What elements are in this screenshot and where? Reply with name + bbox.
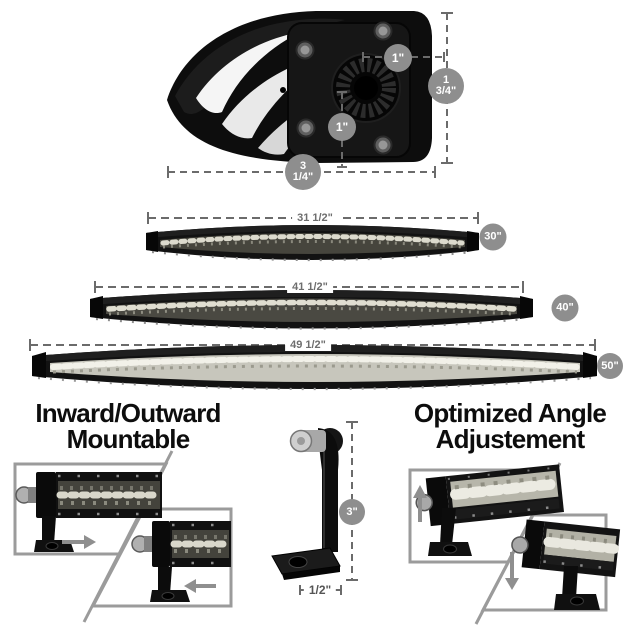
bar-50-size-badge: 50" <box>597 353 623 379</box>
right-feature-title-line2: Adjustement <box>435 424 585 454</box>
bar-40-size-text: 40" <box>556 301 574 314</box>
panel-bar-outward <box>15 472 162 552</box>
arrow-up-icon <box>413 485 427 522</box>
dim-badge-knob-text: 1" <box>391 51 405 65</box>
screw-icon <box>295 21 393 155</box>
dim-badge-center: 1" <box>328 113 356 141</box>
left-feature-title-line2: Mountable <box>66 424 191 454</box>
panel-bar-tilt-down <box>511 519 621 610</box>
right-feature-title-line1: Optimized Angle <box>413 398 607 428</box>
bar-50-length-label: 49 1/2" <box>285 339 331 351</box>
light-bar-40 <box>90 290 533 330</box>
bar-30-length-label: 31 1/2" <box>292 212 338 224</box>
bar-30-size-badge: 30" <box>479 223 507 251</box>
left-feature-title-line1: Inward/Outward <box>35 398 221 428</box>
left-feature-title: Inward/Outward Mountable <box>10 400 246 452</box>
light-bar-30 <box>146 225 479 262</box>
dim-badge-width-top: 3 <box>299 160 307 172</box>
dim-badge-width: 3 1/4" <box>285 154 321 190</box>
arrow-down-icon <box>505 552 519 590</box>
bar-30-size-text: 30" <box>484 230 502 243</box>
dim-badge-height-top: 1 <box>442 74 450 86</box>
panel-bar-inward <box>131 521 232 602</box>
bracket-height-text: 3" <box>346 505 358 518</box>
arrow-left-icon <box>184 579 216 593</box>
dim-badge-height-bottom: 3/4" <box>435 85 457 97</box>
light-bar-50 <box>32 345 597 391</box>
end-profile-photo <box>167 11 432 163</box>
bar-40-length-label: 41 1/2" <box>287 281 333 293</box>
bar-40-size-badge: 40" <box>551 294 579 322</box>
dim-badge-width-bottom: 1/4" <box>292 171 314 183</box>
dim-badge-knob: 1" <box>384 44 412 72</box>
bracket-width-label: 1/2" <box>303 583 337 597</box>
bracket-height-badge: 3" <box>339 499 365 525</box>
panel-bar-tilt-up <box>415 464 564 556</box>
dim-badge-height: 1 3/4" <box>428 68 464 104</box>
arrow-right-icon <box>62 535 96 549</box>
mount-bracket-photo <box>271 428 343 580</box>
dim-badge-center-text: 1" <box>335 120 349 134</box>
right-feature-title: Optimized Angle Adjustement <box>390 400 625 452</box>
bar-50-size-text: 50" <box>601 359 619 372</box>
